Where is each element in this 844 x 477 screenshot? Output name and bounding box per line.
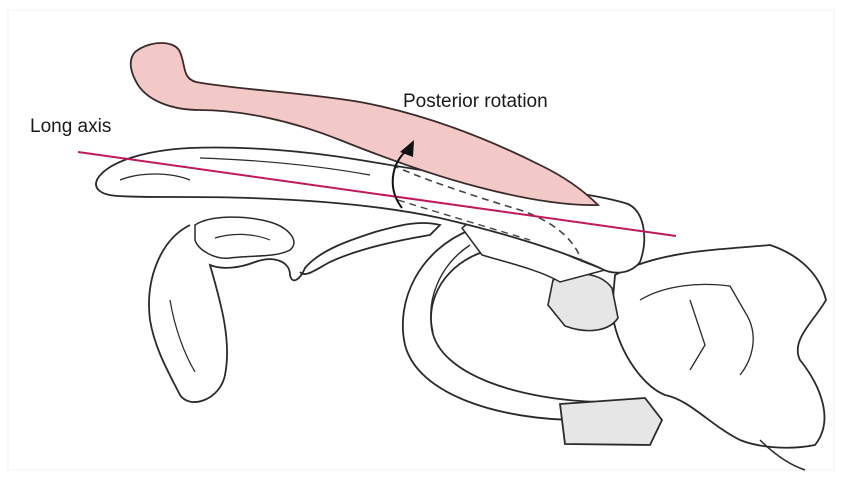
- coracoid: [195, 217, 294, 258]
- posterior-rotation-label: Posterior rotation: [403, 91, 548, 113]
- costal-cartilage: [560, 398, 662, 445]
- scapula: [149, 223, 440, 402]
- sc-joint-disc: [548, 274, 618, 331]
- long-axis-label: Long axis: [30, 116, 111, 138]
